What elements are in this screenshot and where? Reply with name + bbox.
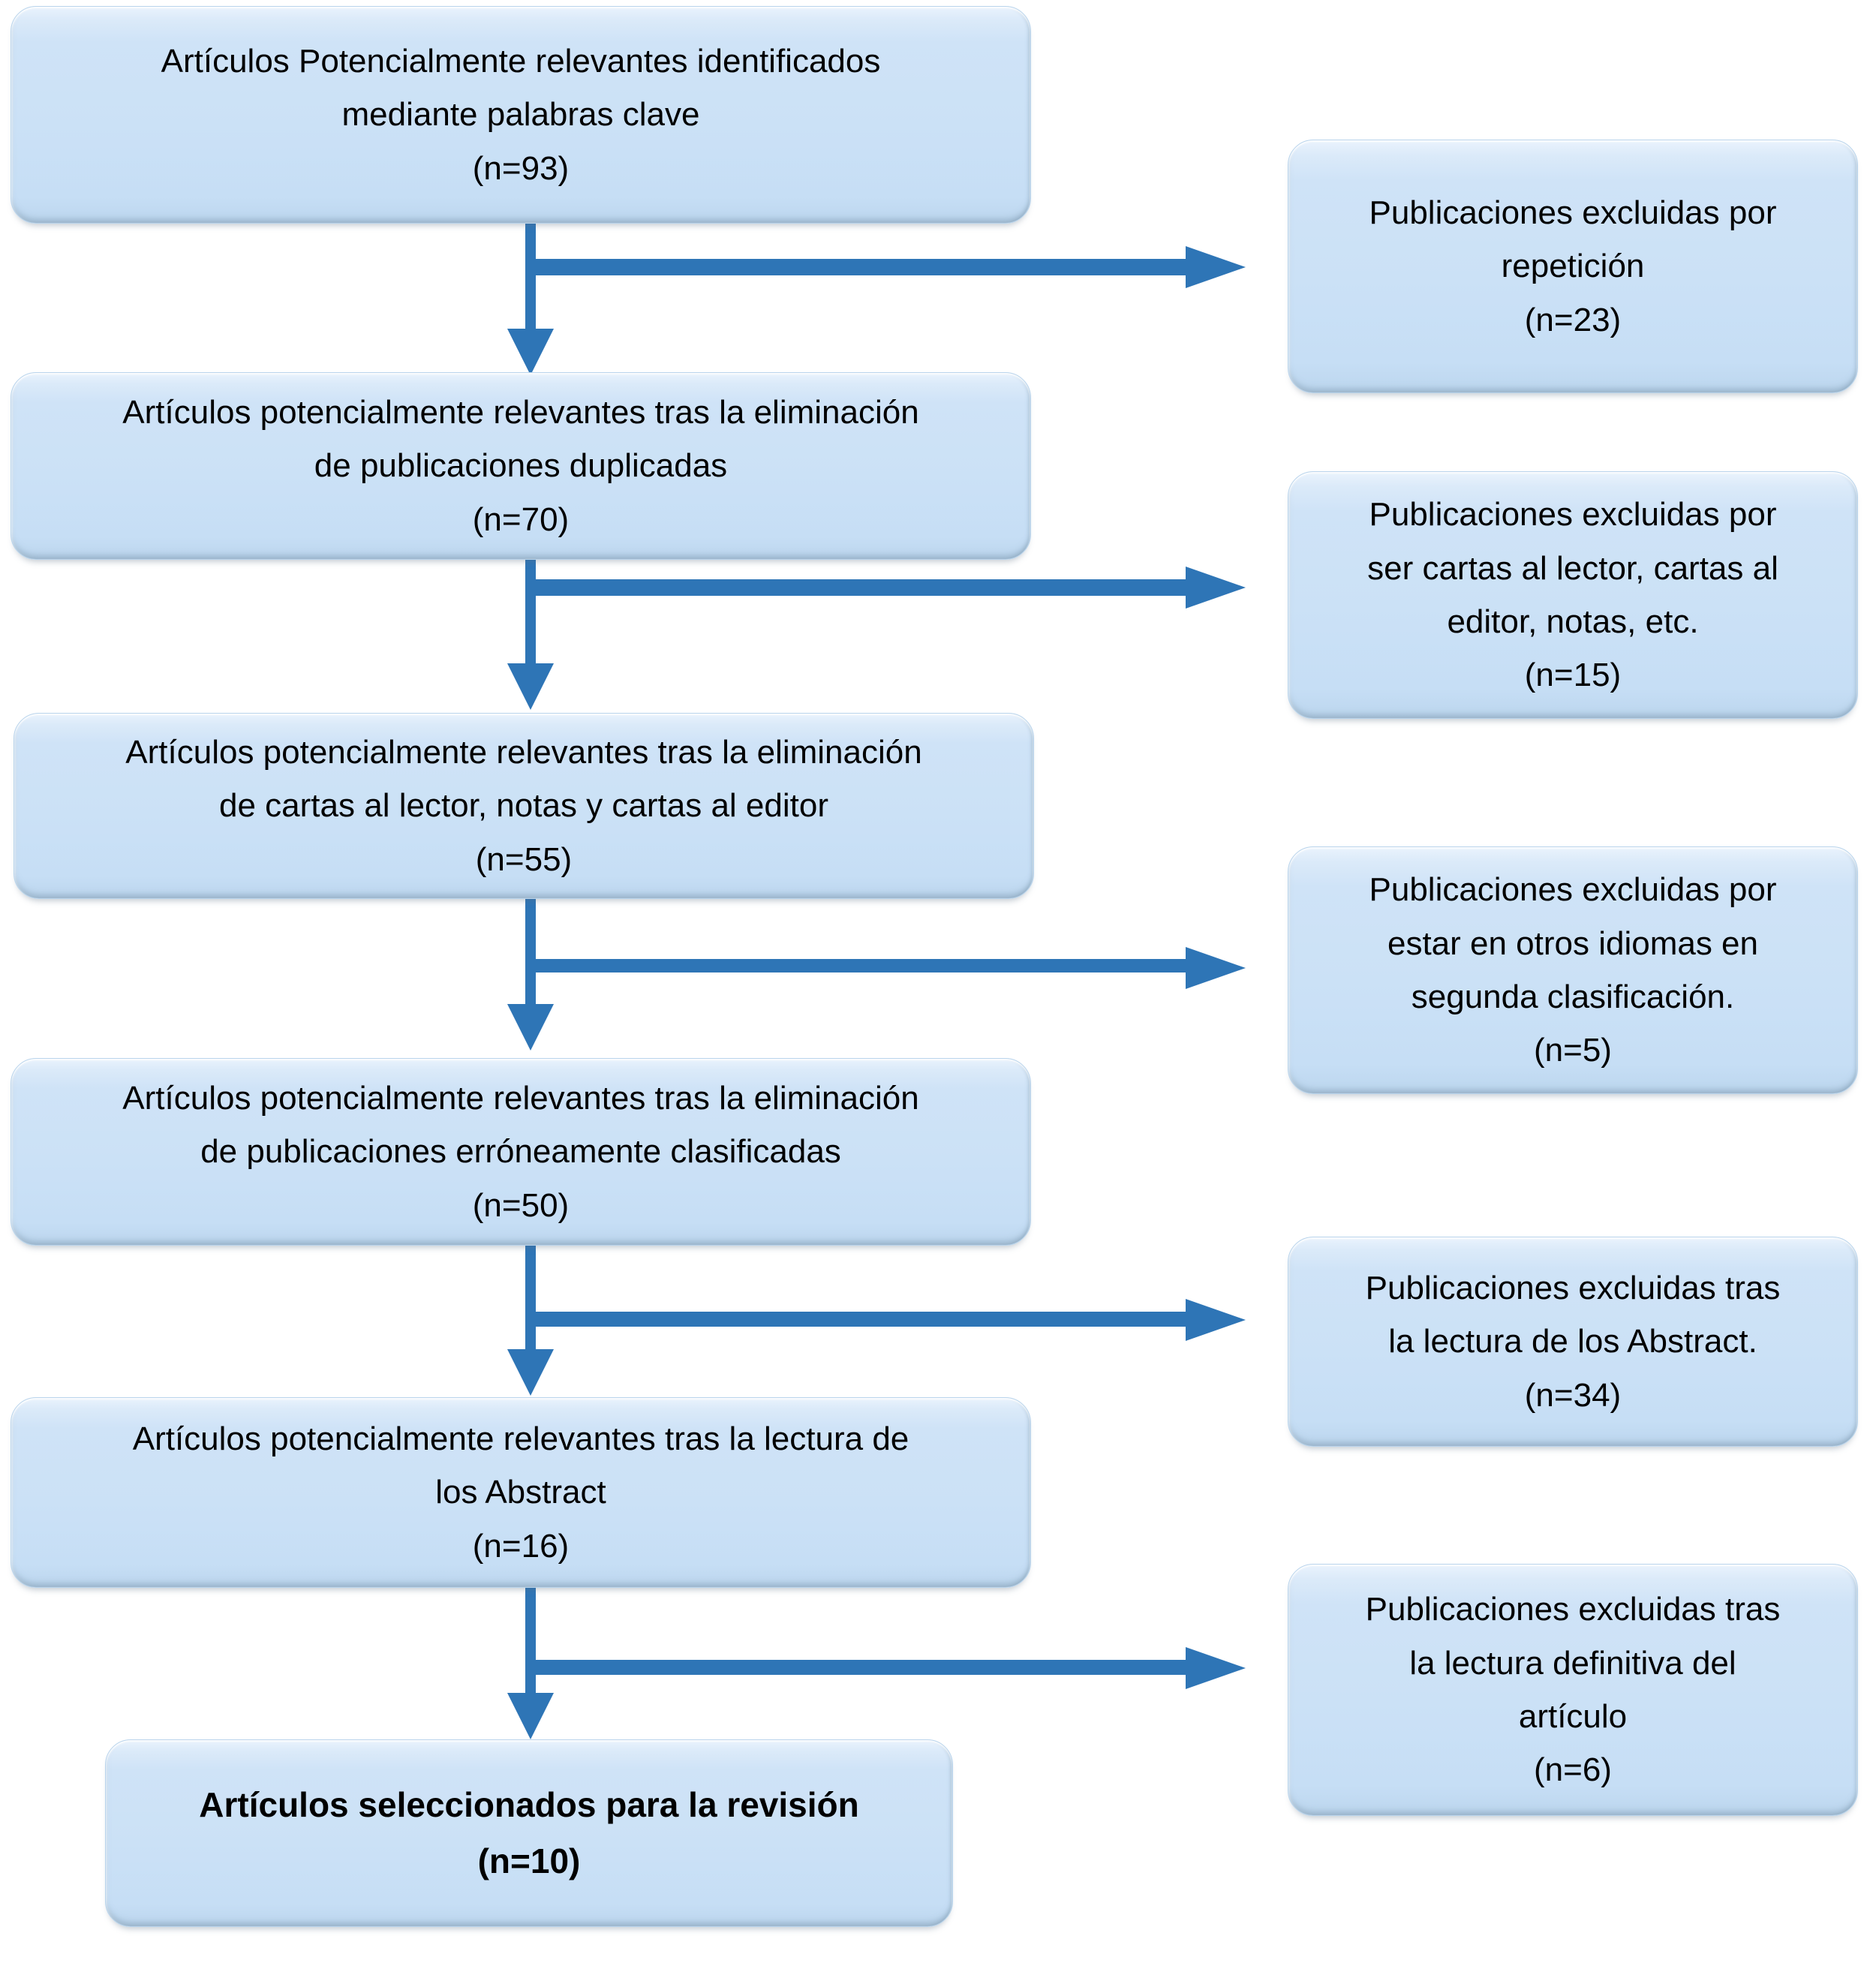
connector-stage4 <box>507 1240 1246 1396</box>
node-line: Artículos potencialmente relevantes tras… <box>122 394 919 431</box>
node-count: (n=50) <box>472 1186 570 1224</box>
node-line: Publicaciones excluidas por <box>1369 194 1777 232</box>
node-line: Publicaciones excluidas tras <box>1365 1591 1781 1628</box>
node-count: (n=23) <box>1524 301 1622 338</box>
node-line: Artículos potencialmente relevantes tras… <box>125 734 922 771</box>
node-line: editor, notas, etc. <box>1447 603 1699 640</box>
node-seleccionados[interactable]: Artículos seleccionados para la revisión… <box>105 1739 953 1927</box>
node-sin-mal-clasificadas[interactable]: Artículos potencialmente relevantes tras… <box>11 1058 1031 1246</box>
node-sin-duplicados[interactable]: Artículos potencialmente relevantes tras… <box>11 372 1031 560</box>
node-line: repetición <box>1501 248 1645 285</box>
node-count: (n=70) <box>472 501 570 538</box>
node-line: artículo <box>1518 1698 1628 1735</box>
node-count: (n=5) <box>1534 1032 1612 1069</box>
node-identificados[interactable]: Artículos Potencialmente relevantes iden… <box>11 6 1031 224</box>
node-line: Artículos potencialmente relevantes tras… <box>122 1080 919 1117</box>
node-line: de publicaciones duplicadas <box>314 447 728 485</box>
node-count: (n=10) <box>477 1841 581 1880</box>
node-line: de publicaciones erróneamente clasificad… <box>200 1133 841 1171</box>
node-count: (n=6) <box>1534 1751 1612 1789</box>
connector-stage1 <box>507 222 1246 375</box>
node-count: (n=15) <box>1524 657 1622 694</box>
node-excl-cartas[interactable]: Publicaciones excluidas por ser cartas a… <box>1288 471 1858 719</box>
node-excl-lectura-definitiva[interactable]: Publicaciones excluidas tras la lectura … <box>1288 1564 1858 1816</box>
node-line: mediante palabras clave <box>341 96 700 134</box>
node-line: Artículos Potencialmente relevantes iden… <box>161 43 881 80</box>
connector-stage2 <box>507 557 1246 710</box>
node-line: la lectura definitiva del <box>1409 1644 1736 1682</box>
node-line: Artículos seleccionados para la revisión <box>199 1785 859 1825</box>
node-line: Artículos potencialmente relevantes tras… <box>132 1420 909 1458</box>
node-line: los Abstract <box>435 1474 606 1511</box>
node-excl-abstract[interactable]: Publicaciones excluidas tras la lectura … <box>1288 1237 1858 1447</box>
node-count: (n=34) <box>1524 1376 1622 1414</box>
node-line: estar en otros idiomas en <box>1387 924 1759 962</box>
node-count: (n=55) <box>475 840 573 878</box>
node-sin-cartas[interactable]: Artículos potencialmente relevantes tras… <box>14 713 1034 899</box>
node-line: segunda clasificación. <box>1411 978 1735 1015</box>
node-line: de cartas al lector, notas y cartas al e… <box>219 787 828 825</box>
connector-stage5 <box>507 1583 1246 1739</box>
node-line: Publicaciones excluidas por <box>1369 871 1777 909</box>
node-line: ser cartas al lector, cartas al <box>1367 549 1778 587</box>
node-line: Publicaciones excluidas por <box>1369 496 1777 534</box>
connector-stage3 <box>507 894 1246 1051</box>
node-excl-idiomas[interactable]: Publicaciones excluidas por estar en otr… <box>1288 846 1858 1094</box>
node-count: (n=16) <box>472 1527 570 1565</box>
node-count: (n=93) <box>472 149 570 187</box>
node-tras-abstract[interactable]: Artículos potencialmente relevantes tras… <box>11 1397 1031 1588</box>
node-line: Publicaciones excluidas tras <box>1365 1270 1781 1307</box>
node-line: la lectura de los Abstract. <box>1388 1323 1757 1360</box>
node-excl-repeticion[interactable]: Publicaciones excluidas por repetición (… <box>1288 140 1858 393</box>
